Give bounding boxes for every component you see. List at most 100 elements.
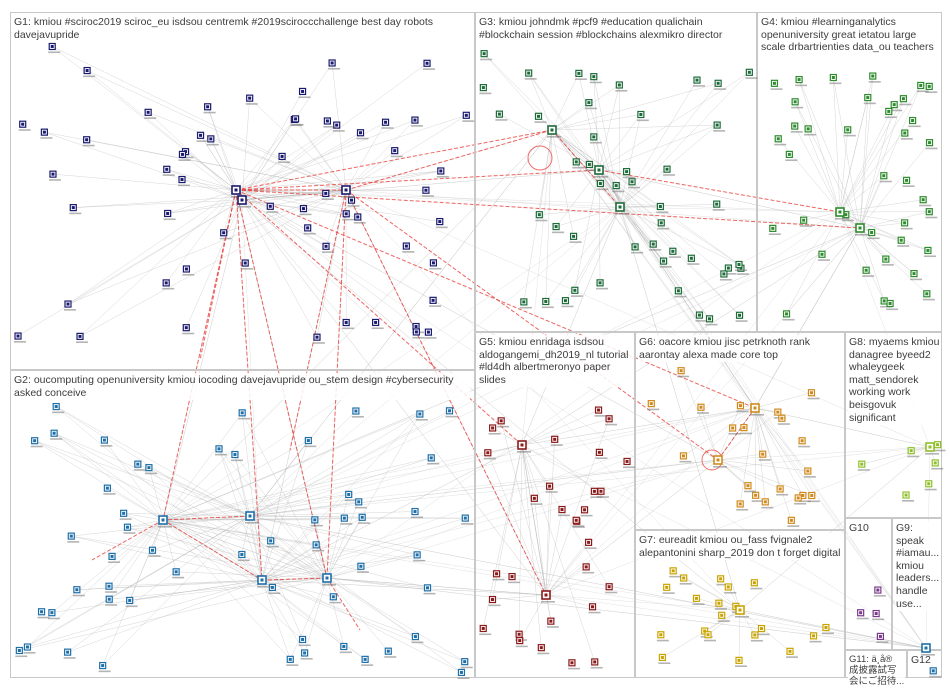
vertex-node[interactable] [900,129,913,140]
vertex-node[interactable] [736,402,749,413]
vertex-node[interactable] [786,647,799,658]
vertex-node[interactable] [770,79,783,90]
vertex-node[interactable] [162,165,175,176]
vertex-node[interactable] [462,111,475,122]
vertex-node[interactable] [162,279,175,290]
vertex-node[interactable] [585,160,598,172]
vertex-node[interactable] [807,491,820,503]
vertex-node[interactable] [342,210,355,221]
vertex-node[interactable] [714,599,727,610]
vertex-node[interactable] [245,94,258,105]
vertex-node[interactable] [736,500,749,511]
vertex-node[interactable] [569,232,582,243]
vertex-node[interactable] [237,195,251,208]
vertex-node[interactable] [344,490,357,502]
vertex-node[interactable] [724,264,737,275]
vertex-node[interactable] [924,480,937,491]
vertex-node[interactable] [659,257,672,268]
vertex-node[interactable] [743,482,756,493]
vertex-node[interactable] [804,125,817,136]
vertex-node[interactable] [322,242,335,253]
vertex-node[interactable] [695,311,708,322]
vertex-node[interactable] [923,246,936,258]
vertex-node[interactable] [925,208,938,219]
vertex-node[interactable] [412,328,425,339]
vertex-node[interactable] [238,409,251,420]
vertex-node[interactable] [497,417,510,428]
vertex-node[interactable] [588,603,601,614]
vertex-node[interactable] [381,118,394,129]
vertex-node[interactable] [921,643,935,656]
vertex-node[interactable] [339,642,352,654]
vertex-node[interactable] [799,216,812,227]
vertex-node[interactable] [48,42,61,54]
vertex-node[interactable] [843,126,856,137]
vertex-node[interactable] [716,575,729,586]
vertex-node[interactable] [304,436,317,448]
vertex-node[interactable] [356,562,369,573]
vertex-node[interactable] [662,583,675,594]
vertex-node[interactable] [541,590,555,603]
vertex-node[interactable] [724,583,737,594]
vertex-node[interactable] [750,579,763,590]
vertex-node[interactable] [69,204,82,215]
vertex-node[interactable] [63,300,76,311]
vertex-node[interactable] [15,646,28,658]
vertex-node[interactable] [774,135,787,146]
vertex-node[interactable] [872,609,885,621]
vertex-node[interactable] [821,623,834,635]
vertex-node[interactable] [776,485,789,496]
vertex-node[interactable] [461,514,474,525]
vertex-node[interactable] [541,297,554,309]
vertex-node[interactable] [50,429,63,440]
vertex-node[interactable] [133,460,146,471]
vertex-node[interactable] [332,121,345,132]
vertex-node[interactable] [298,87,311,99]
vertex-node[interactable] [329,593,342,604]
vertex-node[interactable] [589,133,602,144]
vertex-node[interactable] [734,260,747,272]
vertex-node[interactable] [589,73,602,84]
vertex-node[interactable] [750,403,764,416]
vertex-node[interactable] [488,424,501,435]
vertex-node[interactable] [534,112,547,123]
vertex-node[interactable] [268,583,281,595]
vertex-node[interactable] [245,511,259,524]
vertex-node[interactable] [351,407,364,418]
vertex-node[interactable] [717,611,730,622]
vertex-node[interactable] [384,647,397,658]
vertex-node[interactable] [105,595,118,606]
vertex-node[interactable] [172,568,185,579]
vertex-node[interactable] [580,506,593,517]
vertex-node[interactable] [696,403,709,414]
vertex-node[interactable] [794,494,807,505]
vertex-node[interactable] [862,266,875,277]
vertex-node[interactable] [713,455,727,468]
vertex-node[interactable] [656,631,669,642]
vertex-node[interactable] [745,68,758,79]
vertex-node[interactable] [108,552,121,563]
vertex-node[interactable] [590,658,603,669]
vertex-node[interactable] [300,649,313,660]
vertex-node[interactable] [322,573,336,586]
vertex-node[interactable] [361,655,374,666]
vertex-node[interactable] [679,574,692,585]
vertex-node[interactable] [410,507,423,519]
vertex-node[interactable] [890,101,903,112]
vertex-node[interactable] [219,229,232,240]
vertex-node[interactable] [312,541,325,552]
vertex-node[interactable] [900,219,913,230]
vertex-node[interactable] [537,644,550,655]
vertex-node[interactable] [902,491,915,502]
vertex-node[interactable] [567,659,580,670]
vertex-node[interactable] [423,59,436,70]
vertex-node[interactable] [594,406,607,417]
vertex-node[interactable] [809,632,822,643]
vertex-node[interactable] [445,407,458,418]
vertex-node[interactable] [584,538,597,549]
vertex-node[interactable] [902,176,915,187]
vertex-node[interactable] [916,81,929,93]
vertex-node[interactable] [657,219,670,230]
vertex-node[interactable] [341,185,355,198]
vertex-node[interactable] [886,299,899,311]
